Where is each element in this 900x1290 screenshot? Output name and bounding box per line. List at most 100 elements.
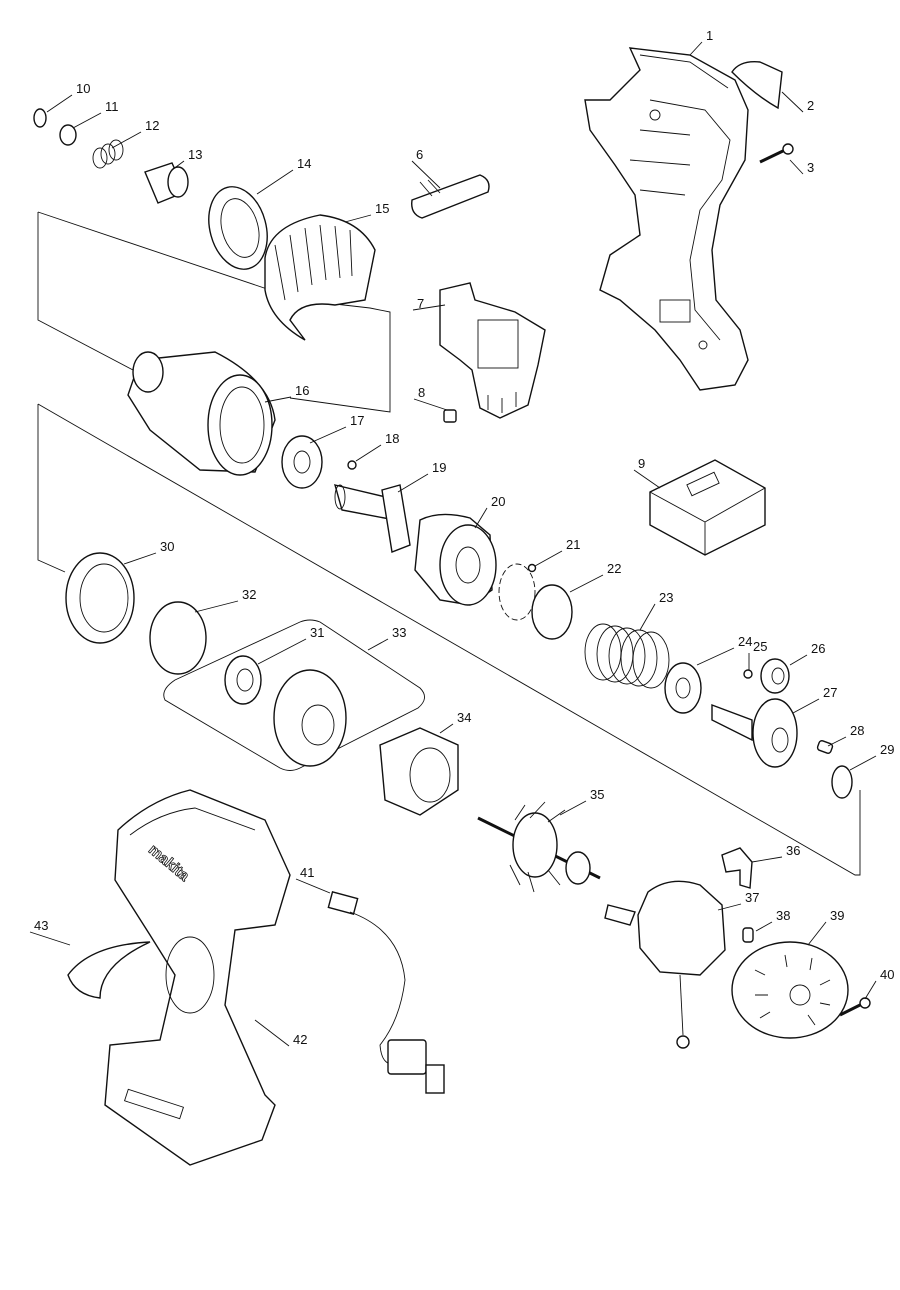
part-23-spring (584, 623, 670, 689)
part-number-label: 42 (293, 1032, 307, 1047)
part-17-washer (281, 435, 323, 489)
part-number-label: 22 (607, 561, 621, 576)
part-number-label: 38 (776, 908, 790, 923)
part-number-label: 1 (706, 28, 713, 43)
part-9-controller (649, 459, 766, 556)
leader-line-15 (344, 214, 372, 223)
leader-line-26 (789, 654, 808, 666)
leader-line-27 (792, 698, 820, 714)
part-6-switch-lever (411, 174, 490, 219)
part-37-brush-holder (604, 880, 726, 1049)
part-12-spring (92, 139, 124, 169)
guide-frame-diagonal (37, 403, 861, 876)
leader-line-31 (257, 638, 307, 665)
leader-line-40 (864, 980, 877, 1000)
leader-line-7 (412, 304, 446, 311)
part-10-retaining-ring (33, 108, 47, 128)
leader-line-22 (569, 574, 604, 593)
leader-line-21 (534, 550, 563, 567)
part-number-label: 21 (566, 537, 580, 552)
leader-line-41 (295, 878, 331, 894)
leader-line-2 (781, 91, 804, 113)
leader-line-35 (559, 800, 587, 816)
part-number-label: 25 (753, 639, 767, 654)
part-32-o-ring (149, 601, 207, 675)
part-30-ring-gear (65, 552, 135, 644)
part-number-label: 10 (76, 81, 90, 96)
part-number-label: 26 (811, 641, 825, 656)
part-35-armature (477, 801, 601, 893)
part-number-label: 12 (145, 118, 159, 133)
part-number-label: 29 (880, 742, 894, 757)
part-25-ball (743, 669, 753, 679)
leader-line-30 (123, 552, 157, 565)
leader-line-28 (827, 736, 847, 747)
part-number-label: 23 (659, 590, 673, 605)
part-27-spindle (711, 698, 798, 768)
leader-line-38 (755, 921, 773, 932)
leader-line-32 (194, 600, 239, 613)
part-number-label: 35 (590, 787, 604, 802)
guide-frame-top (37, 211, 391, 413)
leader-line-42 (254, 1019, 290, 1047)
part-number-label: 19 (432, 460, 446, 475)
part-number-label: 43 (34, 918, 48, 933)
leader-line-6 (411, 160, 441, 189)
leader-line-1 (689, 41, 703, 56)
leader-line-20 (474, 507, 488, 529)
part-number-label: 7 (417, 296, 424, 311)
part-21-ball-set (498, 563, 537, 621)
part-22-o-ring (531, 584, 573, 640)
part-number-label: 8 (418, 385, 425, 400)
part-39-rear-cover (731, 941, 849, 1039)
part-number-label: 39 (830, 908, 844, 923)
part-19-anvil (334, 484, 411, 553)
part-38-pin (742, 927, 754, 943)
part-42-housing-set: makita (104, 789, 291, 1166)
part-2-label (731, 61, 783, 110)
leader-line-29 (849, 755, 877, 771)
part-number-label: 9 (638, 456, 645, 471)
part-7-switch (439, 282, 546, 419)
part-number-label: 33 (392, 625, 406, 640)
leader-line-3 (789, 159, 804, 175)
part-number-label: 34 (457, 710, 471, 725)
part-1-housing-set (584, 47, 749, 391)
leader-line-24 (696, 647, 735, 666)
part-34-nut (379, 727, 459, 816)
part-24-washer (664, 662, 702, 714)
guide-frame-front (37, 212, 134, 371)
part-16-hammer-case (127, 351, 276, 476)
part-28-pin (816, 740, 834, 754)
part-14-bumper-ring (208, 186, 268, 270)
leader-line-23 (639, 603, 656, 631)
guide-frame-lower (37, 404, 66, 573)
leader-line-16 (264, 396, 292, 403)
leader-line-8 (413, 398, 448, 411)
leader-line-34 (439, 723, 454, 734)
part-3-screw (759, 143, 794, 164)
part-number-label: 13 (188, 147, 202, 162)
part-15-cover (264, 214, 376, 341)
part-11-ring (59, 124, 77, 146)
part-number-label: 40 (880, 967, 894, 982)
part-43-label (67, 941, 151, 999)
part-number-label: 36 (786, 843, 800, 858)
part-31-bearing (224, 655, 262, 705)
leader-line-39 (807, 921, 827, 946)
leader-line-13 (171, 160, 185, 171)
part-number-label: 32 (242, 587, 256, 602)
leader-line-18 (355, 444, 382, 462)
part-41-connector-cable (327, 891, 445, 1094)
leader-line-9 (633, 469, 661, 489)
part-number-label: 17 (350, 413, 364, 428)
part-8-screw (443, 409, 457, 423)
leader-line-19 (397, 473, 429, 493)
part-26-gear (760, 658, 790, 694)
part-number-label: 18 (385, 431, 399, 446)
part-number-label: 24 (738, 634, 752, 649)
part-number-label: 27 (823, 685, 837, 700)
